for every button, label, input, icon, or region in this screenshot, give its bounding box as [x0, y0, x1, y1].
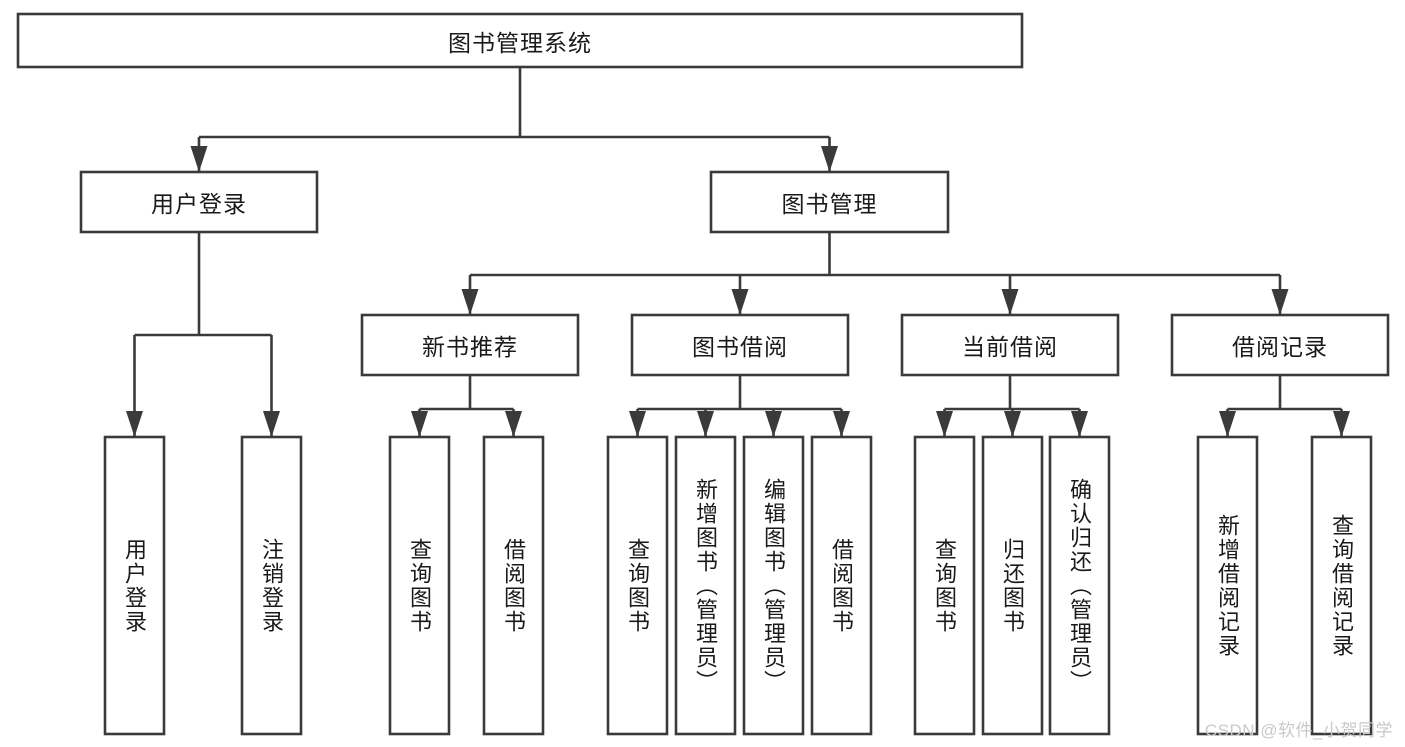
connector-layer: [126, 67, 1350, 437]
node-box-leaf-add-record[interactable]: [1196, 435, 1259, 736]
node-box-leaf-query-book-3[interactable]: [913, 435, 976, 736]
arrow-head: [833, 411, 850, 437]
node-box-leaf-query-book-1[interactable]: [388, 435, 451, 736]
arrow-head: [1001, 289, 1019, 315]
arrow-head: [126, 411, 143, 437]
node-box-book-borrow[interactable]: [630, 313, 850, 377]
node-box-leaf-query-book-2[interactable]: [606, 435, 669, 736]
node-box-leaf-add-book[interactable]: [674, 435, 737, 736]
arrow-head: [1219, 411, 1236, 437]
node-box-leaf-user-login[interactable]: [103, 435, 166, 736]
arrow-head: [411, 411, 428, 437]
arrow-head: [190, 146, 208, 172]
node-box-root[interactable]: [16, 12, 1024, 69]
arrow-head: [263, 411, 280, 437]
node-box-leaf-user-logout[interactable]: [240, 435, 303, 736]
arrow-head: [821, 146, 838, 172]
arrow-head: [1004, 411, 1021, 437]
node-box-leaf-confirm-return[interactable]: [1048, 435, 1111, 736]
arrow-head: [765, 411, 782, 437]
arrow-head: [461, 289, 479, 315]
node-box-borrow-record[interactable]: [1170, 313, 1390, 377]
arrow-head: [731, 289, 749, 315]
arrow-head: [629, 411, 646, 437]
watermark-text: CSDN @软件_小贺同学: [1204, 721, 1393, 740]
node-box-leaf-edit-book[interactable]: [742, 435, 805, 736]
node-box-leaf-borrow-book-2[interactable]: [810, 435, 873, 736]
arrow-head: [1271, 289, 1289, 315]
arrow-head: [1333, 411, 1350, 437]
arrow-head: [1071, 411, 1088, 437]
arrow-head: [505, 411, 522, 437]
node-box-current-borrow[interactable]: [900, 313, 1120, 377]
node-box-leaf-return-book[interactable]: [981, 435, 1044, 736]
node-box-book-manage[interactable]: [709, 170, 950, 234]
node-layer: [16, 12, 1390, 736]
node-box-leaf-query-record[interactable]: [1310, 435, 1373, 736]
node-box-user-login[interactable]: [79, 170, 319, 234]
arrow-head: [697, 411, 714, 437]
node-box-leaf-borrow-book-1[interactable]: [482, 435, 545, 736]
arrow-head: [936, 411, 953, 437]
node-box-new-book-rec[interactable]: [360, 313, 580, 377]
